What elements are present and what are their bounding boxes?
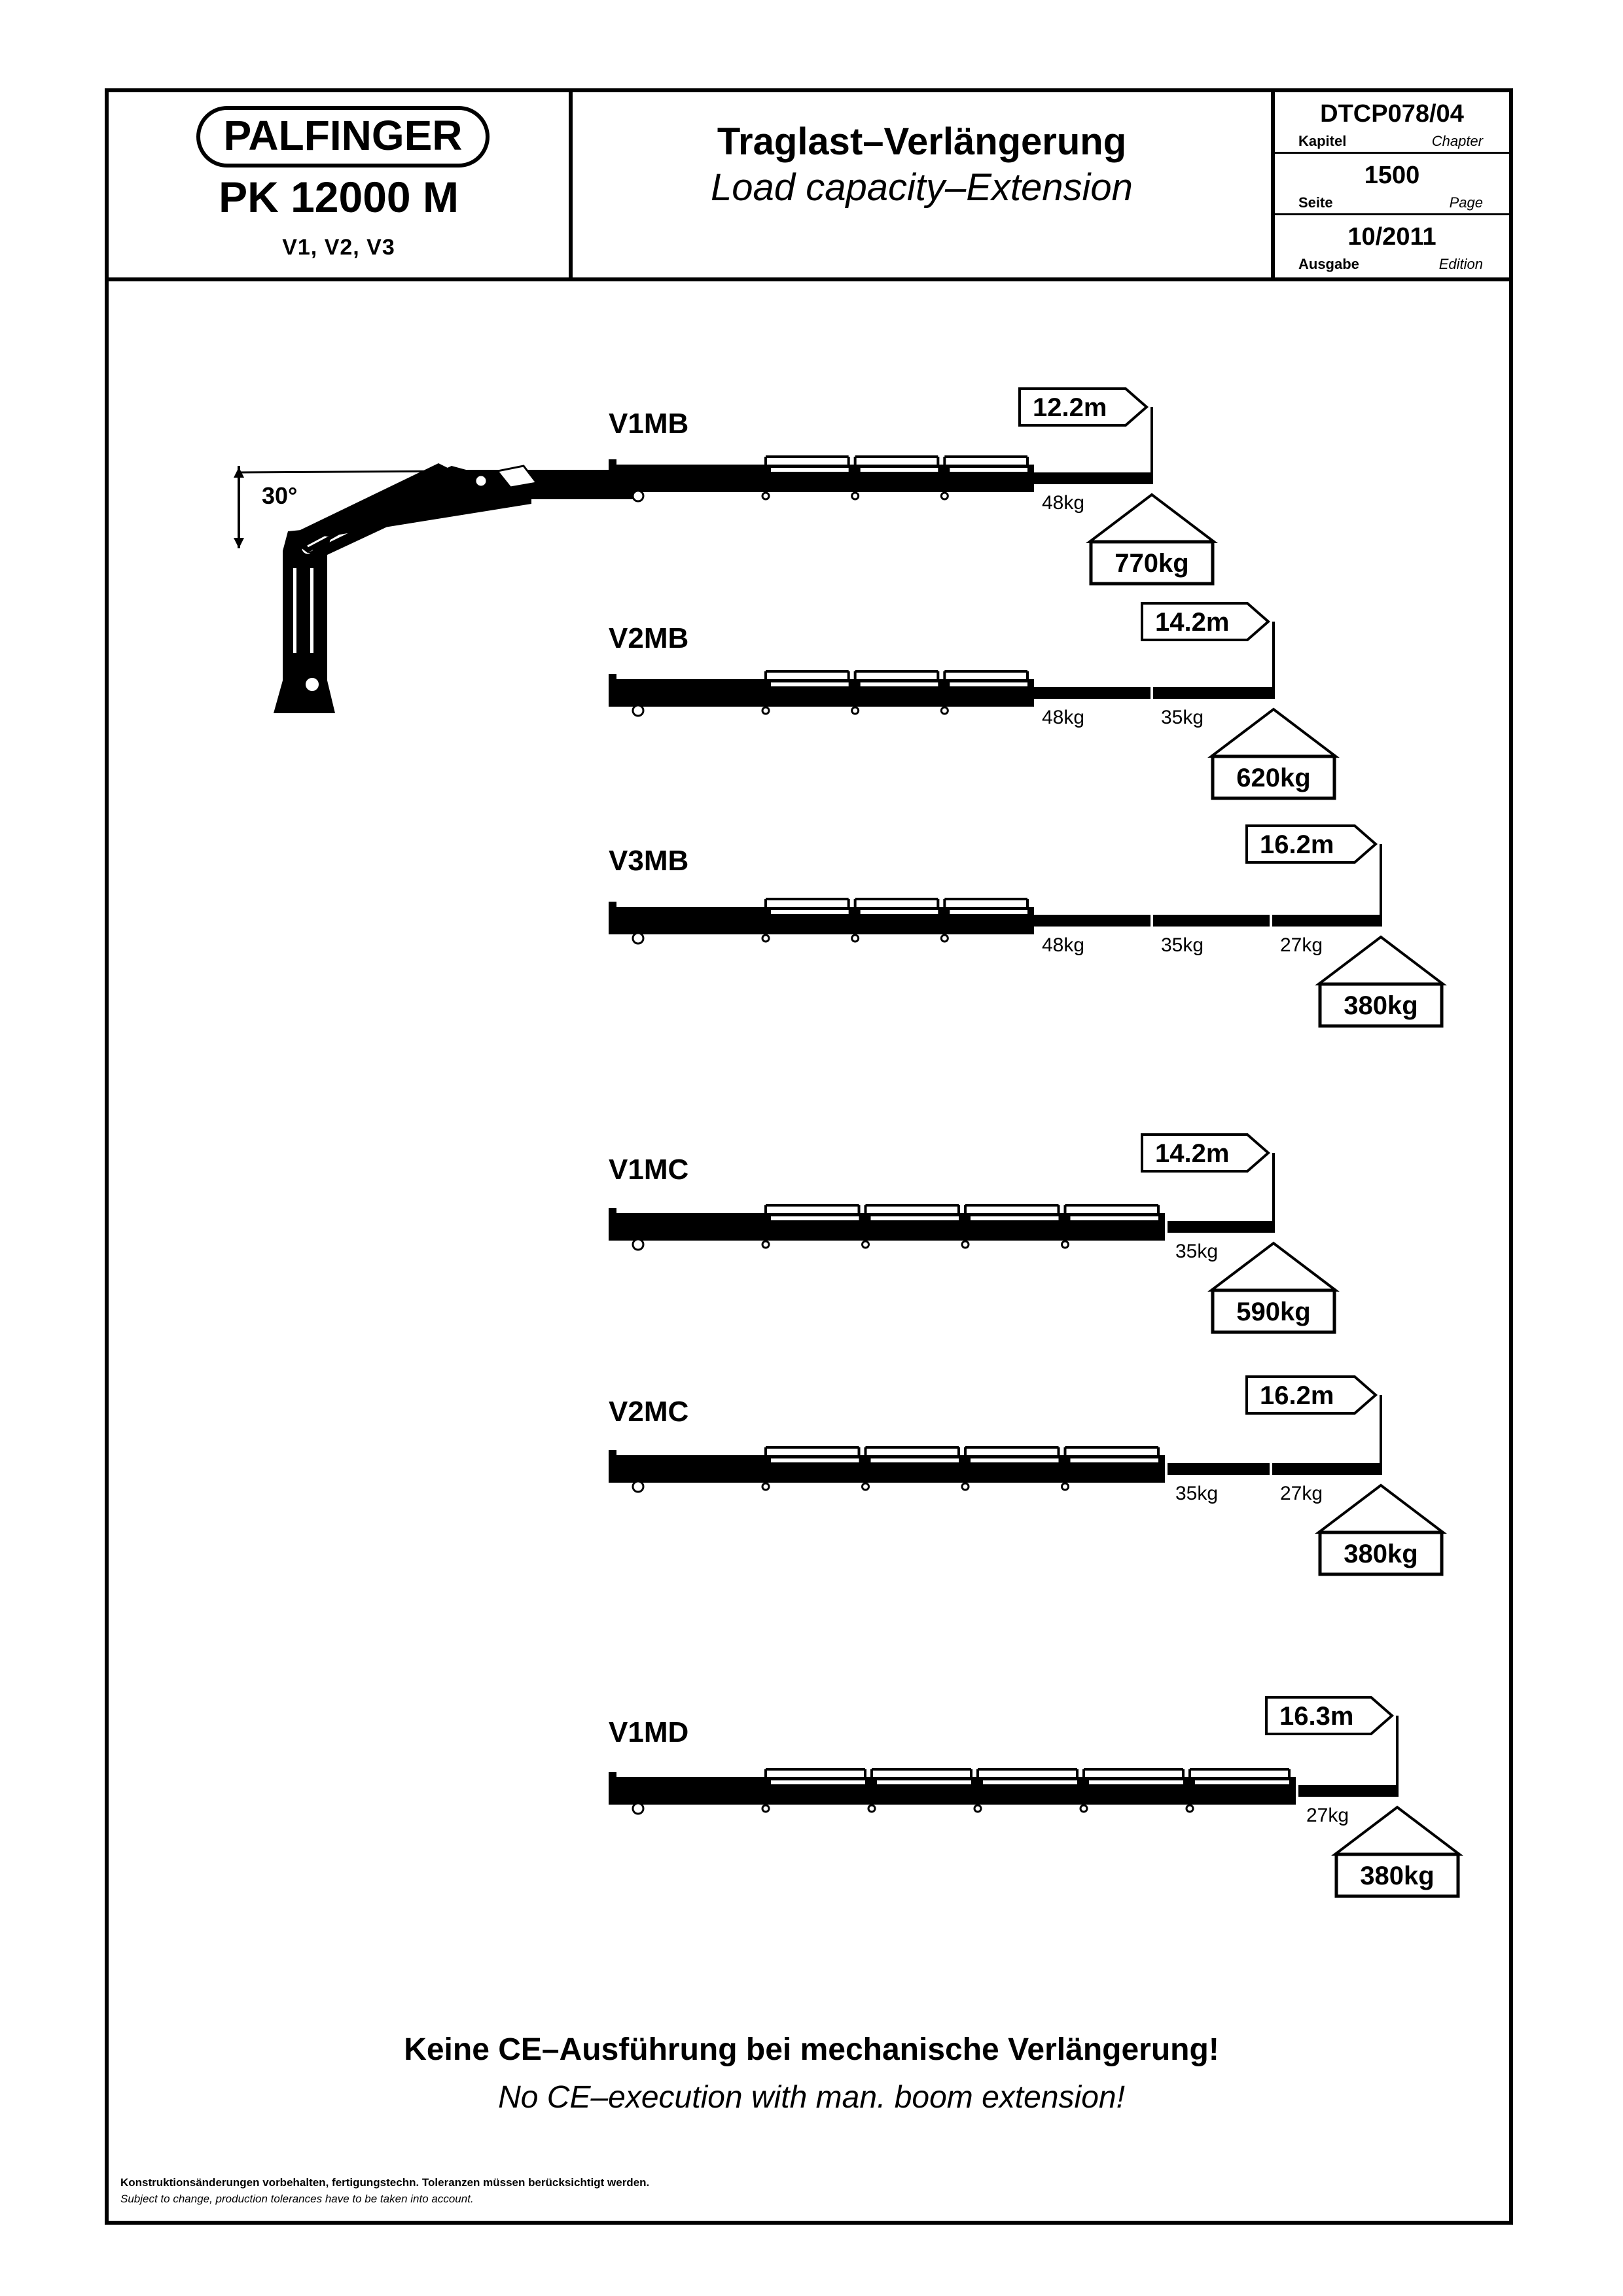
edition-label-de: Ausgabe [1298, 256, 1359, 272]
reach-flag [1265, 1696, 1395, 1735]
brand-cell: PALFINGER PK 12000 M V1, V2, V3 [109, 92, 573, 277]
model-variants: V1, V2, V3 [282, 235, 395, 260]
extension-weight-label: 27kg [1280, 1483, 1323, 1504]
load-capacity-box [1211, 1288, 1336, 1334]
load-triangle-icon [1315, 935, 1447, 985]
load-capacity-label: 380kg [1344, 1540, 1418, 1568]
footnote-english: Subject to change, production tolerances… [120, 2193, 474, 2205]
main-boom [609, 455, 1034, 503]
reach-label: 14.2m [1155, 608, 1229, 637]
load-triangle-icon [1331, 1805, 1463, 1856]
extension-segment [1153, 687, 1274, 699]
main-boom [609, 1768, 1296, 1815]
load-capacity-box [1089, 540, 1215, 586]
reach-label: 16.2m [1260, 830, 1334, 859]
extension-segment [1034, 472, 1152, 484]
footnote-german: Konstruktionsänderungen vorbehalten, fer… [120, 2176, 650, 2189]
chapter-label-de: Kapitel [1298, 133, 1347, 149]
reach-label: 14.2m [1155, 1139, 1229, 1168]
load-capacity-box [1211, 754, 1336, 800]
main-boom [609, 1204, 1165, 1251]
reach-label: 16.3m [1279, 1702, 1353, 1731]
document-frame: PALFINGER PK 12000 M V1, V2, V3 Traglast… [105, 88, 1513, 2225]
load-capacity-box [1334, 1852, 1460, 1898]
configuration-v1md: V1MD 27kg 16.3m 380kg [609, 1696, 1463, 1898]
chapter-label-en: Chapter [1431, 133, 1483, 149]
page-value: 1500 [1364, 162, 1420, 189]
reach-flag [1245, 1375, 1378, 1415]
configuration-v1mb: V1MB 48kg 12.2m 770kg [609, 387, 1218, 586]
extension-weight-label: 48kg [1042, 934, 1084, 956]
configuration-v2mb: V2MB 48kg 35kg 14.2m 620kg [609, 602, 1340, 800]
edition-label-en: Edition [1438, 256, 1483, 272]
reach-label: 12.2m [1033, 393, 1107, 422]
edition-value: 10/2011 [1347, 223, 1436, 251]
reach-flag [1141, 602, 1271, 641]
configuration-name: V1MD [609, 1716, 688, 1748]
title-block: PALFINGER PK 12000 M V1, V2, V3 Traglast… [109, 92, 1509, 281]
crane-drawing: 30° [234, 463, 641, 713]
extension-weight-label: 48kg [1042, 492, 1084, 514]
configuration-name: V1MC [609, 1154, 688, 1186]
extension-weight-label: 48kg [1042, 707, 1084, 728]
title-cell: Traglast–Verlängerung Load capacity–Exte… [573, 92, 1275, 277]
extension-weight-label: 35kg [1175, 1483, 1218, 1504]
load-triangle-icon [1207, 1241, 1340, 1292]
main-boom [609, 1446, 1165, 1493]
reach-flag [1141, 1133, 1271, 1173]
configuration-name: V1MB [609, 408, 688, 440]
extension-weight-label: 35kg [1175, 1241, 1218, 1262]
extension-weight-label: 35kg [1161, 707, 1204, 728]
load-triangle-icon [1207, 707, 1340, 758]
main-boom [609, 670, 1034, 717]
extension-segment [1034, 687, 1150, 699]
boom-angle-label: 30° [262, 482, 297, 509]
extension-weight-label: 27kg [1306, 1805, 1349, 1826]
extension-segment [1168, 1463, 1270, 1475]
page-block: 1500 Seite Page [1275, 154, 1509, 215]
configuration-name: V2MB [609, 622, 688, 654]
extension-weight-label: 35kg [1161, 934, 1204, 956]
configuration-v2mc: V2MC 35kg 27kg 16.2m 380kg [609, 1375, 1447, 1576]
edition-block: 10/2011 Ausgabe Edition [1275, 215, 1509, 277]
model-name: PK 12000 M [219, 173, 459, 221]
title-german: Traglast–Verlängerung [717, 120, 1127, 163]
extension-segment [1153, 915, 1270, 927]
extension-weight-label: 27kg [1280, 934, 1323, 956]
page-label-en: Page [1449, 194, 1483, 211]
ce-notice-german: Keine CE–Ausführung bei mechanische Verl… [404, 2032, 1219, 2067]
extension-segment [1168, 1221, 1274, 1233]
reach-flag [1245, 824, 1378, 864]
load-capacity-label: 590kg [1236, 1298, 1310, 1326]
load-capacity-box [1318, 982, 1444, 1028]
load-triangle-icon [1315, 1483, 1447, 1534]
load-capacity-box [1318, 1530, 1444, 1576]
extension-segment [1272, 915, 1381, 927]
chapter-value: DTCP078/04 [1320, 100, 1464, 128]
reach-label: 16.2m [1260, 1381, 1334, 1410]
load-capacity-label: 770kg [1115, 549, 1188, 578]
ce-notice-english: No CE–execution with man. boom extension… [498, 2080, 1125, 2115]
load-capacity-label: 620kg [1236, 764, 1310, 792]
chapter-block: DTCP078/04 Kapitel Chapter [1275, 92, 1509, 154]
brand-name: PALFINGER [223, 112, 462, 159]
load-triangle-icon [1086, 493, 1218, 543]
configuration-name: V3MB [609, 845, 688, 877]
extension-segment [1298, 1785, 1397, 1797]
palfinger-logo: PALFINGER [196, 106, 490, 168]
meta-cell: DTCP078/04 Kapitel Chapter 1500 Seite Pa… [1275, 92, 1509, 277]
configuration-name: V2MC [609, 1396, 688, 1428]
extension-segment [1272, 1463, 1381, 1475]
load-capacity-label: 380kg [1344, 991, 1418, 1020]
main-boom [609, 898, 1034, 945]
configuration-v1mc: V1MC 35kg 14.2m 590kg [609, 1133, 1340, 1334]
page-label-de: Seite [1298, 194, 1333, 211]
reach-flag [1018, 387, 1149, 427]
configuration-v3mb: V3MB 48kg 35kg 27kg 16.2m 380kg [609, 824, 1447, 1028]
extension-segment [1034, 915, 1150, 927]
load-capacity-label: 380kg [1360, 1862, 1434, 1890]
title-english: Load capacity–Extension [711, 166, 1133, 209]
